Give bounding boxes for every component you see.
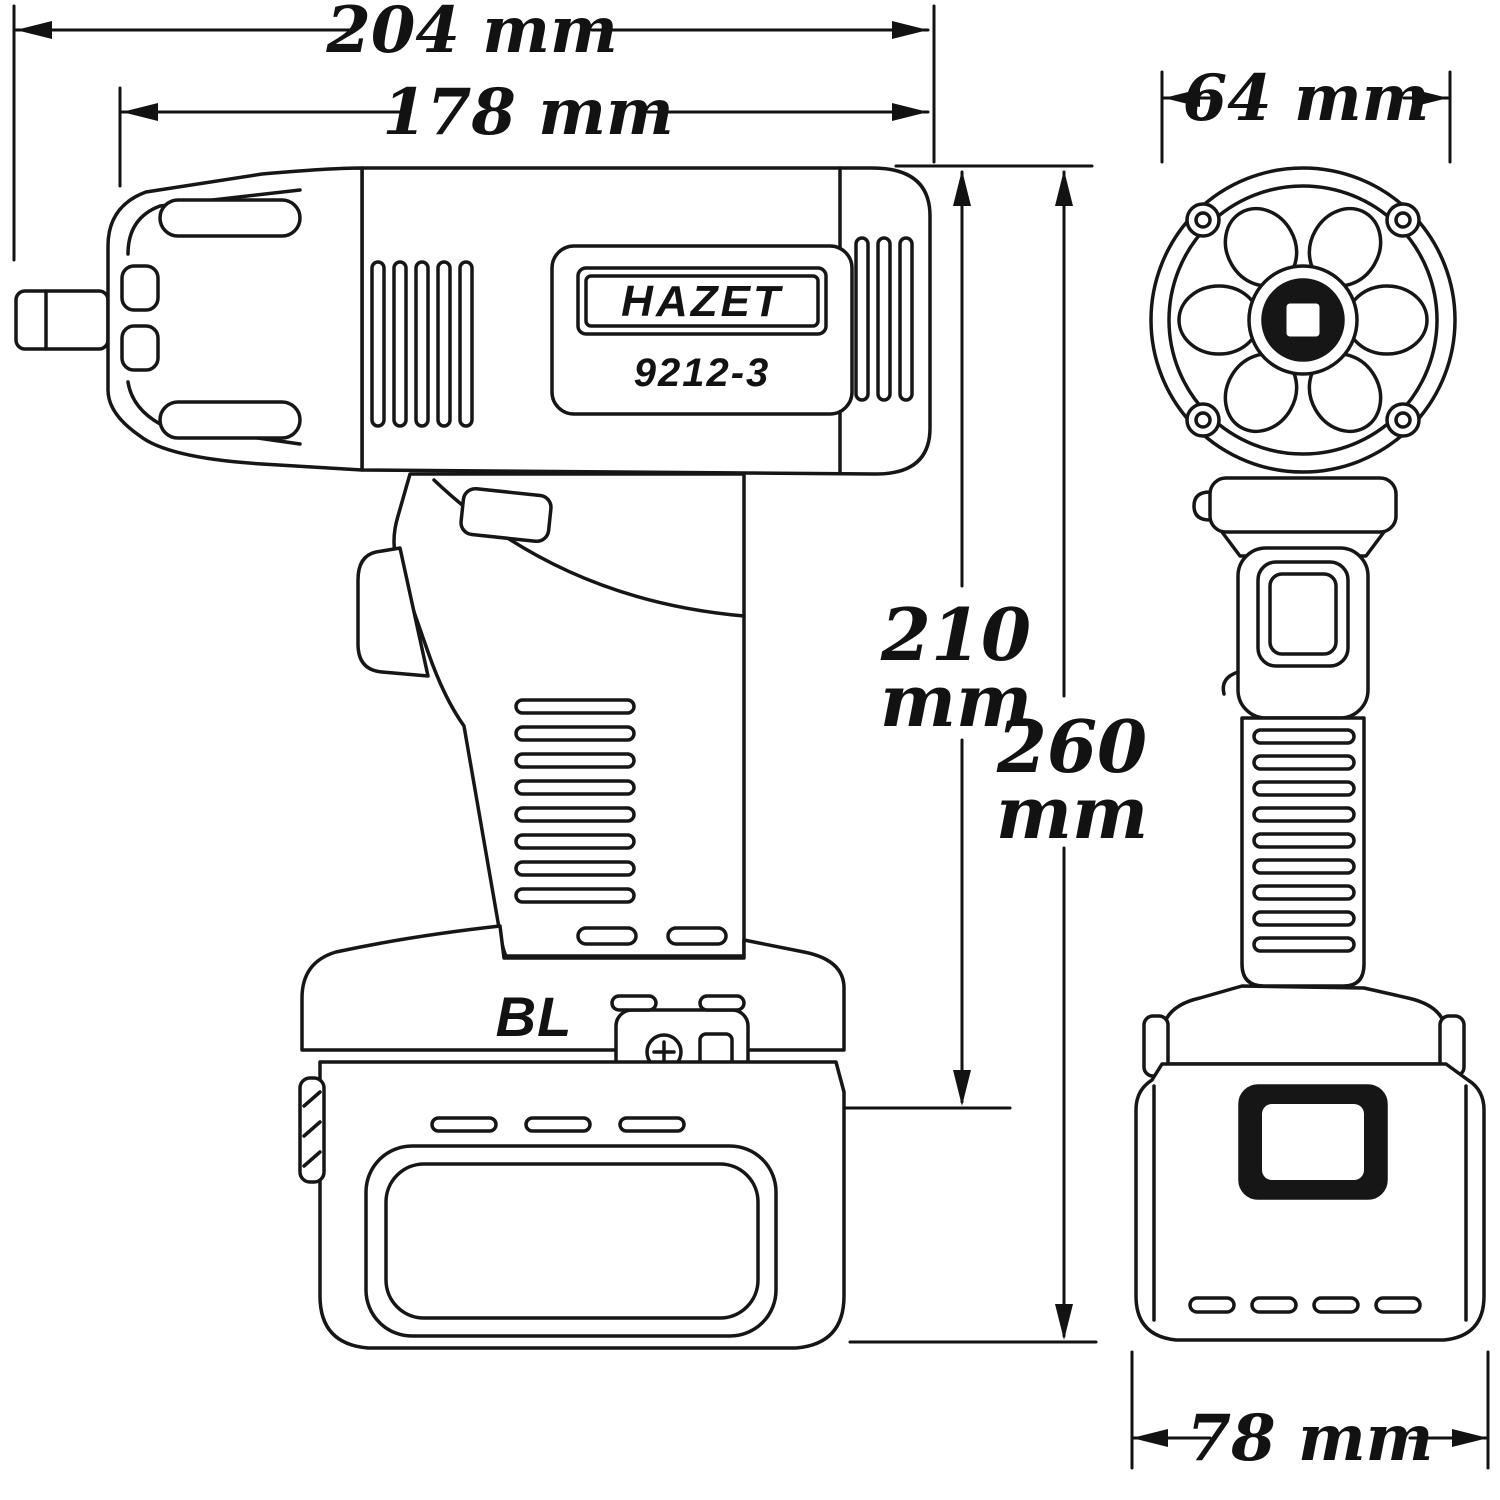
arrowhead	[1055, 1304, 1073, 1340]
battery-bumper-inner	[384, 1162, 760, 1320]
arrowhead	[953, 170, 971, 206]
dim-overall-length-label: 204 mm	[325, 0, 617, 68]
arrowhead	[1055, 170, 1073, 206]
arrowhead	[892, 21, 928, 39]
arrowhead	[1452, 1429, 1488, 1447]
torx-bolts	[1185, 202, 1421, 438]
trigger	[356, 546, 430, 678]
cooling-fin	[458, 260, 474, 428]
grip-ribs	[514, 698, 636, 904]
arrowhead	[953, 1070, 971, 1106]
end-cap-vent	[876, 236, 892, 402]
arrowhead	[16, 21, 52, 39]
dimension-head-width: 64 mm	[1160, 61, 1452, 164]
dim-210-value: 210	[880, 592, 1031, 677]
case-scallops	[1177, 206, 1429, 434]
direction-selector	[459, 486, 553, 544]
end-cap-vent	[898, 236, 914, 402]
dimension-battery-width: 78 mm	[1130, 1350, 1490, 1476]
dim-210-unit: mm	[880, 658, 1032, 743]
hammer-case-front	[1149, 166, 1457, 474]
dim-260-value: 260	[996, 704, 1147, 789]
cooling-fin	[370, 260, 386, 428]
cooling-fin	[436, 260, 452, 428]
body-front	[1192, 476, 1398, 720]
side-view: HAZET 9212-3 BL	[14, 166, 932, 1350]
grip-ribs-front	[1252, 728, 1356, 953]
dimension-overall-length: 204 mm	[12, 0, 936, 262]
hammer-case	[106, 166, 364, 472]
front-view	[1134, 166, 1486, 1342]
arrowhead	[1164, 89, 1200, 107]
dim-head-width-label: 64 mm	[1183, 61, 1430, 136]
battery-front	[1134, 984, 1486, 1342]
battery-window-inner	[1262, 1104, 1364, 1180]
dimension-height-no-battery: 210 mm	[842, 164, 1094, 1110]
dim-battery-width-label: 78 mm	[1187, 1401, 1434, 1476]
arrowhead	[1132, 1429, 1168, 1447]
battery-pack	[298, 1060, 846, 1350]
cooling-fin	[392, 260, 408, 428]
square-drive-anvil	[14, 289, 110, 351]
arrowhead	[892, 103, 928, 121]
brushless-badge: BL	[496, 985, 573, 1048]
dimension-housing-length: 178 mm	[118, 75, 930, 188]
center-hub	[1247, 264, 1359, 376]
arrowhead	[122, 103, 158, 121]
handle-front	[1240, 716, 1366, 988]
dimension-overall-height: 260 mm	[848, 170, 1148, 1344]
handle	[356, 472, 746, 958]
dim-housing-length-label: 178 mm	[382, 75, 673, 150]
brand-logo-text: HAZET	[621, 277, 783, 326]
arrowhead	[1412, 89, 1448, 107]
model-number-text: 9212-3	[634, 351, 771, 395]
brand-plate: HAZET 9212-3	[550, 244, 854, 416]
dim-260-unit: mm	[996, 770, 1148, 855]
end-cap-vent	[854, 236, 870, 402]
cooling-fin	[414, 260, 430, 428]
dimensions-layer: 204 mm 178 mm 64 mm 210 mm	[12, 0, 1490, 1476]
